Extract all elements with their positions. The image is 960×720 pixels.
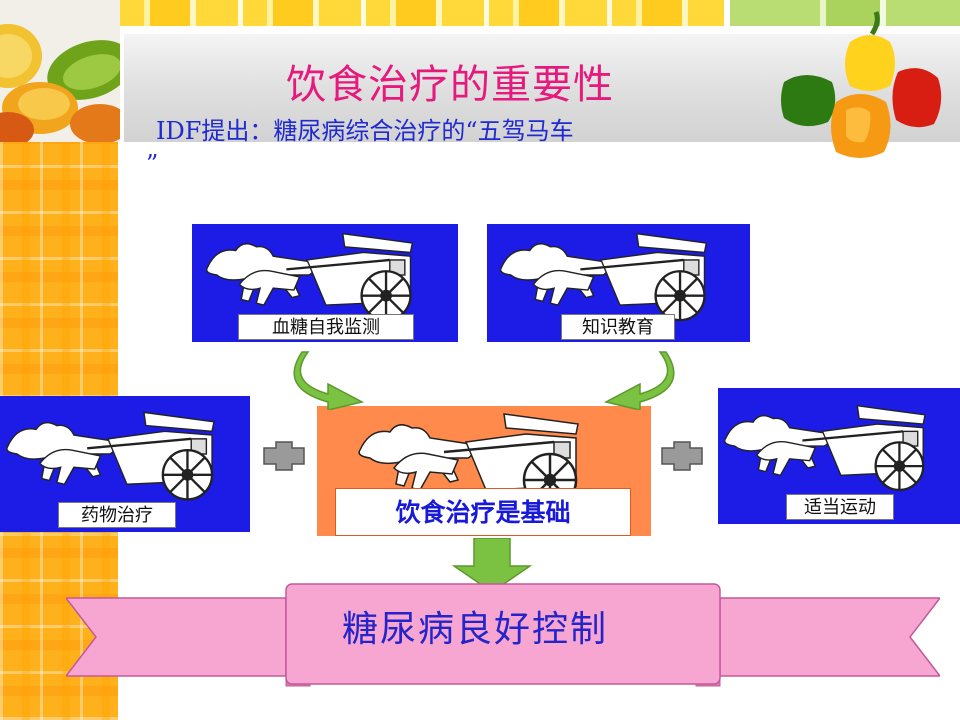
slide-subtitle: IDF提出：糖尿病综合治疗的“五驾马车 [156, 117, 574, 145]
pepper-icon [780, 6, 950, 166]
chariot-icon [491, 228, 745, 322]
card-blood-glucose-monitoring: 血糖自我监测 [192, 224, 458, 342]
card-label-glucose: 血糖自我监测 [238, 314, 414, 340]
top-green-stripe [730, 0, 960, 26]
title-band-edge [124, 142, 960, 146]
result-label: 糖尿病良好控制 [341, 609, 608, 650]
card-medication: 药物治疗 [0, 396, 250, 532]
card-label-medication: 药物治疗 [58, 502, 176, 528]
chariot-icon [2, 402, 248, 506]
slide-title: 饮食治疗的重要性 [286, 62, 614, 108]
down-arrow-icon [452, 538, 532, 592]
card-label-education: 知识教育 [561, 314, 675, 340]
chariot-icon [196, 228, 452, 322]
curved-arrow-icon [603, 351, 675, 410]
card-label-exercise: 适当运动 [786, 494, 894, 520]
card-diet-therapy: 饮食治疗是基础 [317, 406, 651, 536]
card-label-diet: 饮食治疗是基础 [335, 488, 631, 536]
result-ribbon [66, 583, 940, 687]
chariot-icon [720, 394, 958, 498]
fruit-icon [0, 0, 120, 142]
top-yellow-stripe [120, 0, 724, 26]
curved-arrow-icon [293, 351, 365, 410]
connector-icon [263, 441, 305, 471]
connector-icon [661, 441, 703, 471]
card-knowledge-education: 知识教育 [487, 224, 750, 342]
subtitle-closing-quote: ” [146, 150, 159, 178]
card-exercise: 适当运动 [718, 388, 960, 524]
